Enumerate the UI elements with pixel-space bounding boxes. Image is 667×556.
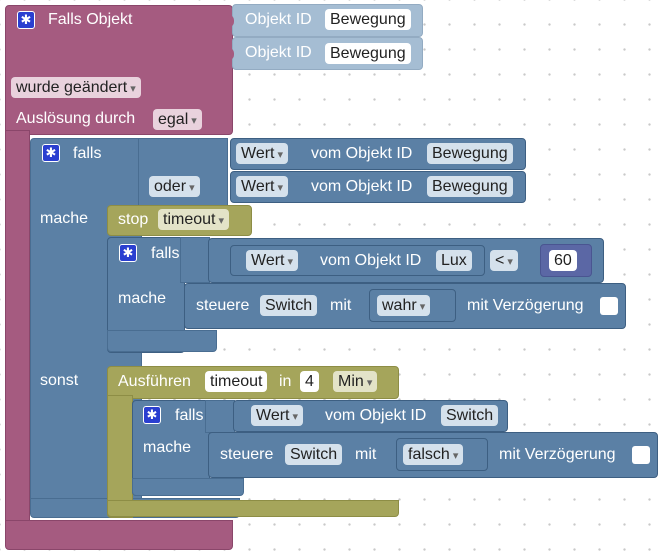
set-state-1-label: steuere — [196, 297, 250, 314]
set-state-2-label: steuere — [220, 446, 274, 463]
timer-label: Ausführen — [118, 373, 191, 390]
condition-1-property-dropdown[interactable]: Wert — [236, 143, 289, 164]
number-value-field[interactable]: 60 — [549, 250, 577, 271]
condition-3-property-dropdown[interactable]: Wert — [251, 405, 304, 426]
change-mode-dropdown[interactable]: wurde geändert — [11, 77, 141, 98]
trigger-label: Falls Objekt — [48, 11, 133, 28]
if-1-do-label: mache — [40, 210, 89, 227]
compare-text: vom Objekt ID — [320, 252, 422, 269]
compare-operator-dropdown[interactable]: < — [490, 250, 518, 271]
if-1-label: falls — [73, 145, 102, 162]
set-state-1-object-field[interactable]: Switch — [260, 295, 318, 316]
or-operator-dropdown[interactable]: oder — [149, 176, 200, 197]
trigger-by-label: Auslösung durch — [16, 110, 136, 127]
set-state-1-delay-label: mit Verzögerung — [467, 297, 584, 314]
stop-timeout-dropdown[interactable]: timeout — [158, 209, 230, 230]
trigger-by-dropdown[interactable]: egal — [153, 109, 202, 130]
set-state-2-delay-checkbox[interactable] — [632, 446, 650, 464]
if-block-1-header — [138, 138, 228, 208]
object-id-field-2[interactable]: Bewegung — [325, 43, 411, 64]
if-1-gear-icon[interactable]: ✱ — [42, 144, 60, 162]
set-state-2-value-dropdown[interactable]: falsch — [403, 444, 464, 465]
set-state-2-delay-label: mit Verzögerung — [499, 446, 616, 463]
trigger-block-spine — [5, 130, 30, 540]
timer-unit-dropdown[interactable]: Min — [333, 371, 378, 392]
timer-block-bottom — [107, 500, 399, 517]
if-3-gear-icon[interactable]: ✱ — [143, 406, 161, 424]
set-state-1-value-dropdown[interactable]: wahr — [377, 295, 431, 316]
condition-3-text: vom Objekt ID — [325, 407, 427, 424]
object-id-field-1[interactable]: Bewegung — [325, 9, 411, 30]
if-2-gear-icon[interactable]: ✱ — [119, 244, 137, 262]
set-state-1-with-label: mit — [330, 297, 352, 314]
if-2-do-label: mache — [118, 290, 167, 307]
compare-property-dropdown[interactable]: Wert — [246, 250, 299, 271]
condition-1-object-field[interactable]: Bewegung — [427, 143, 513, 164]
object-id-label-1: Objekt ID — [245, 11, 312, 28]
timer-name-field[interactable]: timeout — [205, 371, 268, 392]
if-block-3-bottom — [132, 478, 244, 496]
condition-3-object-field[interactable]: Switch — [441, 405, 499, 426]
object-id-label-2: Objekt ID — [245, 44, 312, 61]
trigger-gear-icon[interactable]: ✱ — [17, 11, 35, 29]
set-state-2-with-label: mit — [355, 446, 377, 463]
if-2-label: falls — [151, 245, 180, 262]
timer-in-label: in — [279, 373, 292, 390]
if-3-do-label: mache — [143, 439, 192, 456]
object-id-block-1-notch — [226, 15, 234, 27]
condition-2-property-dropdown[interactable]: Wert — [236, 176, 289, 197]
if-block-2-bottom — [107, 330, 217, 352]
compare-object-field[interactable]: Lux — [436, 250, 472, 271]
condition-1-text: vom Objekt ID — [311, 145, 413, 162]
if-3-label: falls — [175, 407, 204, 424]
timer-block-spine — [107, 395, 133, 518]
if-1-else-label: sonst — [40, 372, 79, 389]
condition-2-object-field[interactable]: Bewegung — [427, 176, 513, 197]
object-id-block-2-notch — [226, 48, 234, 60]
stop-label: stop — [118, 211, 149, 228]
condition-2-text: vom Objekt ID — [311, 178, 413, 195]
set-state-1-delay-checkbox[interactable] — [600, 297, 618, 315]
trigger-block-bottom — [5, 520, 233, 550]
set-state-2-object-field[interactable]: Switch — [285, 444, 343, 465]
if-block-2-header — [180, 237, 210, 283]
if-block-3-header — [205, 400, 235, 433]
timer-amount-field[interactable]: 4 — [300, 371, 319, 392]
